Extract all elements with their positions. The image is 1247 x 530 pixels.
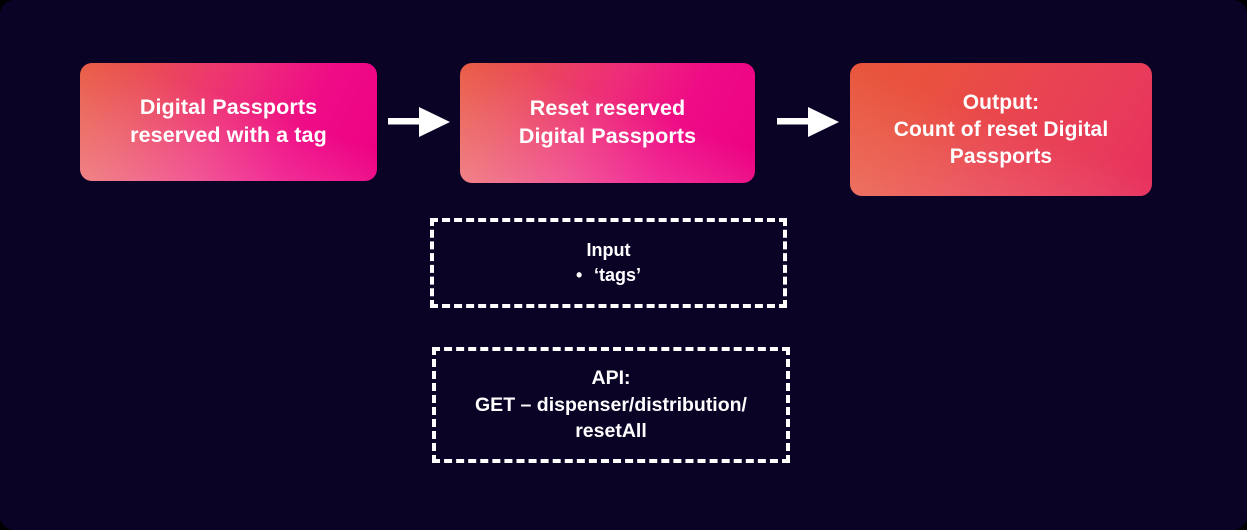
note-input-title: Input <box>586 240 631 261</box>
process-box-output-line-2: Count of reset Digital <box>893 117 1109 141</box>
arrow-right-icon-2 <box>777 105 841 139</box>
process-box-action-line-1: Reset reserved <box>529 96 686 121</box>
note-api-endpoint: GET – dispenser/distribution/ resetAll <box>475 392 747 445</box>
process-box-output-line-1: Output: <box>962 90 1040 114</box>
note-api-endpoint-line-2: resetAll <box>575 420 647 443</box>
process-box-action-line-2: Digital Passports <box>518 124 697 148</box>
note-input-bullet-list: ‘tags’ <box>576 264 641 287</box>
process-box-reset-reserved-digital-passports: Reset reserved Digital Passports <box>460 63 755 183</box>
note-api-title: API: <box>591 366 631 389</box>
process-box-action-label: Reset reserved Digital Passports <box>519 95 696 150</box>
note-box-input: Input ‘tags’ <box>430 218 787 308</box>
process-box-output-count: Output: Count of reset Digital Passports <box>850 63 1152 196</box>
process-box-source-label: Digital Passports reserved with a tag <box>130 94 327 149</box>
note-box-api: API: GET – dispenser/distribution/ reset… <box>432 347 790 463</box>
process-box-source-line-1: Digital Passports <box>139 95 318 120</box>
note-input-bullet-item: ‘tags’ <box>576 264 641 287</box>
process-box-output-label: Output: Count of reset Digital Passports <box>894 89 1109 170</box>
process-box-source-line-2: reserved with a tag <box>130 123 327 147</box>
process-box-output-line-3: Passports <box>949 145 1053 169</box>
note-api-endpoint-line-1: GET – dispenser/distribution/ <box>475 393 747 416</box>
process-box-digital-passports-reserved: Digital Passports reserved with a tag <box>80 63 377 181</box>
arrow-right-icon-1 <box>388 105 452 139</box>
